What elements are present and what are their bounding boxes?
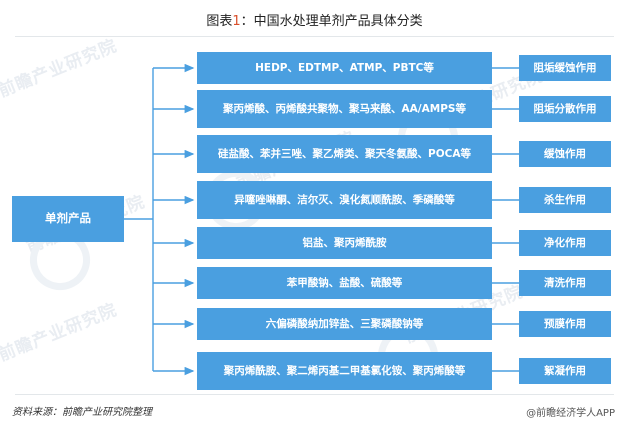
- node-effect-label: 絮凝作用: [544, 364, 586, 377]
- node-effect-6[interactable]: 清洗作用: [519, 270, 611, 296]
- divider-top: [15, 36, 614, 37]
- node-root-label: 单剂产品: [45, 211, 91, 226]
- source-note: 资料来源：前瞻产业研究院整理: [12, 407, 152, 418]
- node-product-8[interactable]: 聚丙烯酰胺、聚二烯丙基二甲基氯化铵、聚丙烯酸等: [197, 352, 492, 390]
- node-product-label: 聚丙烯酸、丙烯酸共聚物、聚马来酸、AA/AMPS等: [223, 102, 466, 115]
- divider-bottom: [15, 394, 614, 395]
- title-separator: ：: [240, 14, 254, 29]
- node-product-label: 硅盐酸、苯并三唑、聚乙烯类、聚天冬氨酸、POCA等: [218, 147, 471, 160]
- node-product-label: 苯甲酸钠、盐酸、硫酸等: [286, 276, 403, 289]
- node-product-label: HEDP、EDTMP、ATMP、PBTC等: [255, 61, 434, 74]
- node-product-4[interactable]: 异噻唑啉酮、洁尔灭、溴化氮顺酰胺、季磷酸等: [197, 181, 492, 219]
- node-product-label: 异噻唑啉酮、洁尔灭、溴化氮顺酰胺、季磷酸等: [234, 193, 455, 206]
- node-product-label: 聚丙烯酰胺、聚二烯丙基二甲基氯化铵、聚丙烯酸等: [223, 364, 466, 377]
- brand-note: @前瞻经济学人APP: [526, 408, 615, 419]
- node-effect-label: 净化作用: [544, 236, 586, 249]
- node-product-6[interactable]: 苯甲酸钠、盐酸、硫酸等: [197, 267, 492, 299]
- node-product-label: 六偏磷酸纳加锌盐、三聚磷酸钠等: [265, 317, 424, 330]
- node-effect-label: 预膜作用: [544, 317, 586, 330]
- node-effect-3[interactable]: 缓蚀作用: [519, 141, 611, 167]
- node-product-5[interactable]: 铝盐、聚丙烯酰胺: [197, 227, 492, 259]
- title-text: 中国水处理单剂产品具体分类: [253, 14, 423, 29]
- title-number: 1: [232, 14, 241, 29]
- node-product-1[interactable]: HEDP、EDTMP、ATMP、PBTC等: [197, 52, 492, 84]
- node-product-label: 铝盐、聚丙烯酰胺: [302, 236, 387, 249]
- node-effect-4[interactable]: 杀生作用: [519, 187, 611, 213]
- node-effect-label: 清洗作用: [544, 276, 586, 289]
- node-effect-8[interactable]: 絮凝作用: [519, 358, 611, 384]
- node-product-7[interactable]: 六偏磷酸纳加锌盐、三聚磷酸钠等: [197, 308, 492, 340]
- node-effect-label: 缓蚀作用: [544, 147, 586, 160]
- node-effect-7[interactable]: 预膜作用: [519, 311, 611, 337]
- node-effect-2[interactable]: 阻垢分散作用: [519, 96, 611, 122]
- page-title: 图表1：中国水处理单剂产品具体分类: [0, 10, 629, 29]
- node-product-2[interactable]: 聚丙烯酸、丙烯酸共聚物、聚马来酸、AA/AMPS等: [197, 90, 492, 128]
- node-root[interactable]: 单剂产品: [12, 196, 124, 242]
- node-effect-label: 阻垢分散作用: [533, 102, 597, 115]
- node-effect-5[interactable]: 净化作用: [519, 230, 611, 256]
- node-effect-label: 杀生作用: [544, 193, 586, 206]
- node-effect-1[interactable]: 阻垢缓蚀作用: [519, 55, 611, 81]
- title-prefix: 图表: [206, 14, 233, 29]
- node-effect-label: 阻垢缓蚀作用: [533, 61, 597, 74]
- node-product-3[interactable]: 硅盐酸、苯并三唑、聚乙烯类、聚天冬氨酸、POCA等: [197, 135, 492, 173]
